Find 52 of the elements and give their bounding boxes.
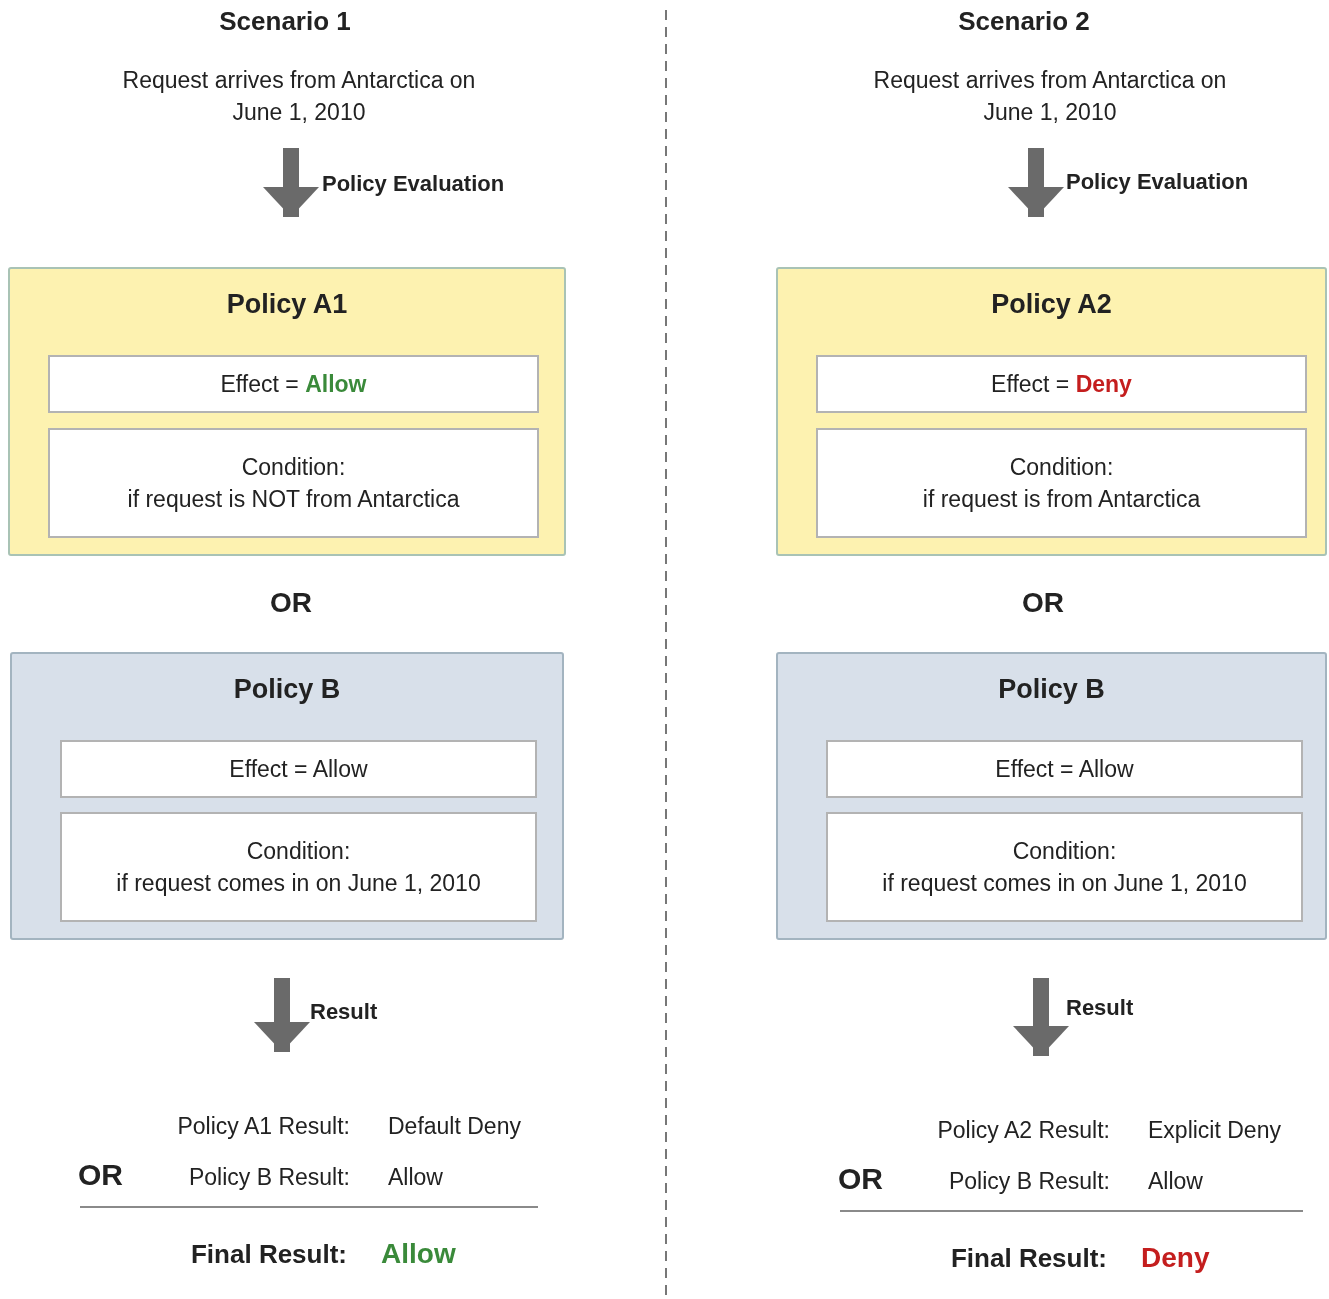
result-value: Allow	[1148, 1168, 1203, 1196]
statement-text: if request is NOT from Antarctica	[126, 485, 461, 514]
result-label: Policy A1 Result:	[177, 1113, 350, 1141]
statement-text: if request comes in on June 1, 2010	[115, 869, 482, 898]
policy-title: Policy A1	[225, 289, 349, 320]
policy-statement-box	[826, 740, 1303, 798]
scenario-heading: Scenario 1	[218, 6, 352, 38]
arrow	[263, 148, 319, 217]
policy-box	[8, 267, 566, 556]
operator-text: OR	[838, 1162, 883, 1196]
policy-title: Policy B	[232, 674, 342, 705]
request-text: Request arrives from Antarctica on June 1, 2010	[121, 66, 477, 127]
result-label: Policy B Result:	[948, 1168, 1110, 1196]
policy-statement-box	[48, 428, 539, 538]
statement-text: Effect = Deny	[990, 370, 1133, 399]
result-label: Policy A2 Result:	[937, 1117, 1110, 1145]
statement-text: Condition:	[1008, 453, 1115, 482]
policy-box	[776, 652, 1327, 940]
operator-text: OR	[269, 587, 313, 620]
result-value: Explicit Deny	[1148, 1117, 1281, 1145]
result-value: Allow	[388, 1164, 443, 1192]
scenario-heading: Scenario 2	[957, 6, 1091, 38]
result-label: Final Result:	[191, 1239, 347, 1271]
result-label: Final Result:	[951, 1243, 1107, 1275]
result-value: Deny	[1141, 1242, 1210, 1275]
statement-text: Effect = Allow	[219, 370, 368, 399]
result-value: Default Deny	[388, 1113, 521, 1141]
result-value: Allow	[381, 1238, 456, 1271]
result-label: Policy B Result:	[188, 1164, 350, 1192]
policy-statement-box	[48, 355, 539, 413]
statement-text: if request is from Antarctica	[921, 485, 1202, 514]
policy-title: Policy B	[997, 674, 1106, 705]
policy-title: Policy A2	[990, 289, 1113, 320]
policy-statement-box	[816, 428, 1307, 538]
arrow	[1008, 148, 1064, 217]
policy-box	[776, 267, 1327, 556]
statement-text: Condition:	[245, 837, 352, 866]
arrow	[1013, 978, 1069, 1056]
statement-text: Condition:	[1011, 837, 1118, 866]
policy-box	[10, 652, 564, 940]
operator-text: OR	[1021, 587, 1065, 620]
policy-statement-box	[60, 740, 537, 798]
statement-text: if request comes in on June 1, 2010	[881, 869, 1248, 898]
policy-statement-box	[60, 812, 537, 922]
request-text: Request arrives from Antarctica on June 1, 2010	[872, 66, 1228, 127]
statement-text: Effect = Allow	[994, 755, 1135, 784]
policy-statement-box	[816, 355, 1307, 413]
operator-text: OR	[78, 1158, 123, 1192]
statement-text: Condition:	[240, 453, 347, 482]
statement-text: Effect = Allow	[228, 755, 369, 784]
arrow	[254, 978, 310, 1052]
policy-statement-box	[826, 812, 1303, 922]
